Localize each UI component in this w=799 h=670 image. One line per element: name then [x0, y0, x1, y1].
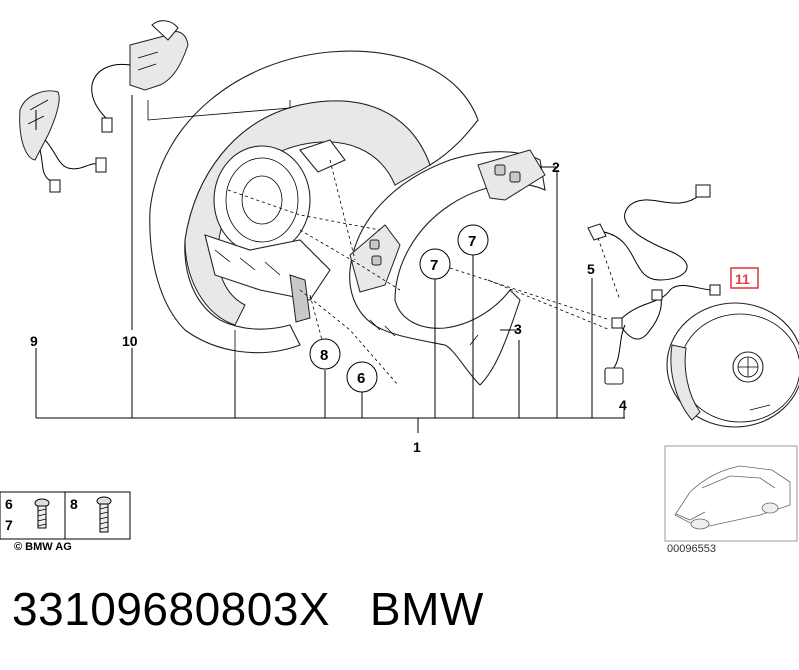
- callout-6-circle: 6: [346, 361, 378, 393]
- airbag-module-drawing: [666, 302, 799, 428]
- cable-drawing: [587, 184, 711, 281]
- callout-7b: 7: [468, 233, 476, 250]
- hardware-legend: 6 7 8: [0, 491, 131, 540]
- copyright-text: © BMW AG: [14, 541, 72, 553]
- callout-11: 11: [735, 271, 750, 287]
- legend-7: 7: [5, 517, 13, 533]
- cover-drawing: [349, 149, 546, 386]
- wire-harness-drawing: [604, 284, 721, 385]
- legend-6: 6: [5, 496, 13, 512]
- leader-lines: [35, 95, 625, 433]
- callout-7a: 7: [430, 257, 438, 274]
- left-switch-drawing: [19, 90, 107, 193]
- right-switch-drawing: [91, 20, 189, 133]
- callout-6: 6: [357, 370, 365, 387]
- callout-4: 4: [619, 397, 627, 413]
- steering-wheel-drawing: [149, 50, 479, 354]
- callout-1: 1: [413, 439, 421, 455]
- callout-3: 3: [514, 321, 522, 337]
- callout-10: 10: [122, 333, 138, 349]
- callout-5: 5: [587, 261, 595, 277]
- part-number-caption: 33109680803X BMW: [12, 583, 484, 635]
- callout-7b-circle: 7: [457, 224, 489, 256]
- screw-short-icon: [34, 498, 50, 529]
- legend-8: 8: [70, 496, 78, 512]
- callout-7a-circle: 7: [419, 248, 451, 280]
- screw-long-icon: [96, 496, 112, 533]
- callout-11-box: 11: [730, 267, 759, 289]
- callout-9: 9: [30, 333, 38, 349]
- vehicle-thumbnail: [664, 445, 798, 542]
- callouts: 1 2 3 4 5 9 10 8 6 7 7 11: [30, 159, 759, 455]
- figure-number: 00096553: [667, 543, 716, 555]
- callout-8: 8: [320, 347, 328, 364]
- callout-8-circle: 8: [309, 338, 341, 370]
- callout-2: 2: [552, 159, 560, 175]
